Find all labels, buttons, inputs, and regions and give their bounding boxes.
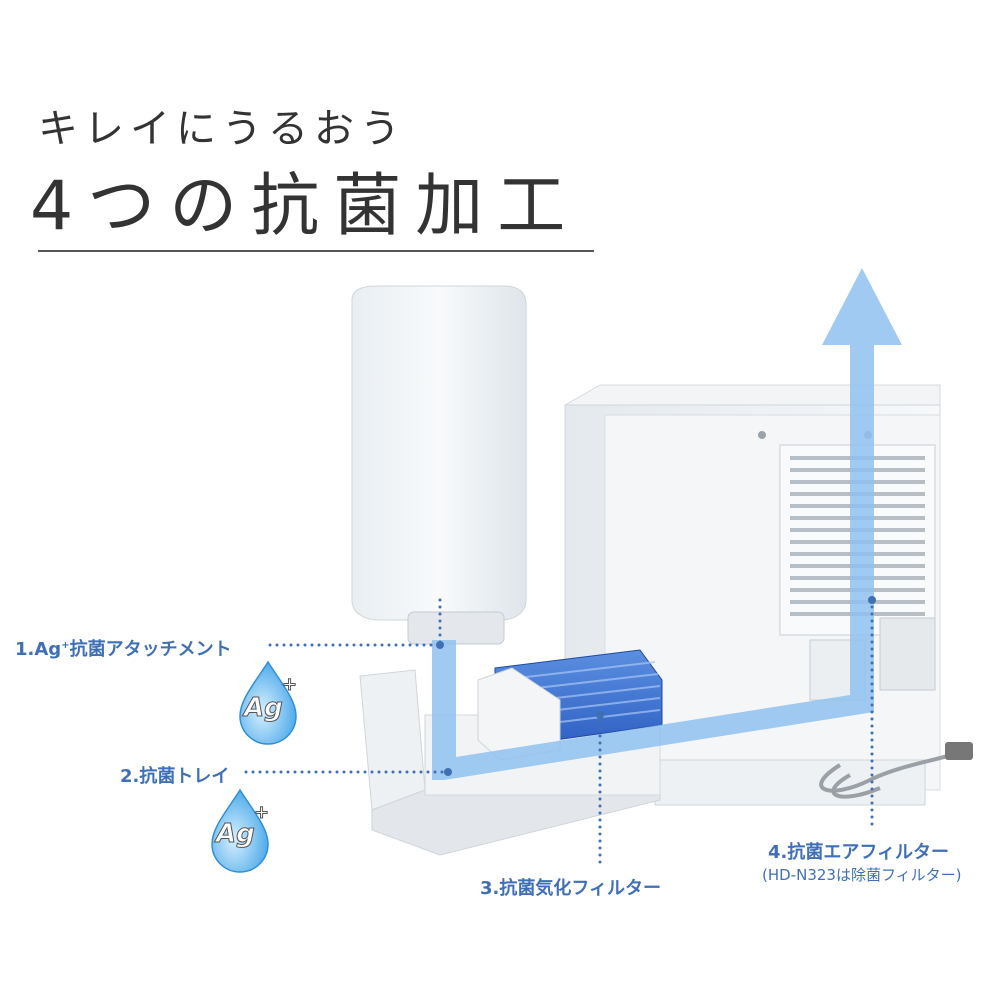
- label-antibacterial-air-filter: 4.抗菌エアフィルター: [768, 842, 950, 863]
- water-drop-icon: Ag +: [211, 788, 270, 873]
- airflow-arrow: [432, 268, 902, 780]
- leader-endpoints: [436, 596, 876, 776]
- ag-badge-2-sup: +: [254, 802, 269, 823]
- page-title: 4つの抗菌加工: [30, 167, 580, 246]
- ag-badge-1-sup: +: [282, 674, 297, 695]
- label-1-suffix: 抗菌アタッチメント: [69, 639, 232, 660]
- label-antibacterial-tray: 2.抗菌トレイ: [120, 766, 230, 787]
- label-1-prefix: 1.Ag: [15, 639, 62, 660]
- water-tank: [351, 285, 527, 645]
- title-divider: [38, 250, 594, 252]
- water-drop-icon: Ag +: [239, 660, 298, 745]
- label-antibacterial-attachment: 1.Ag+抗菌アタッチメント: [15, 635, 232, 661]
- label-air-filter-note: (HD-N323は除菌フィルター): [762, 866, 962, 884]
- leader-lines: [244, 598, 874, 868]
- ag-badge-2-text: Ag: [214, 819, 255, 849]
- ag-badge-1-text: Ag: [242, 693, 283, 723]
- page-subtitle: キレイにうるおう: [38, 106, 406, 152]
- label-antibacterial-evaporative-filter: 3.抗菌気化フィルター: [480, 878, 662, 899]
- label-1-sup: +: [61, 640, 70, 651]
